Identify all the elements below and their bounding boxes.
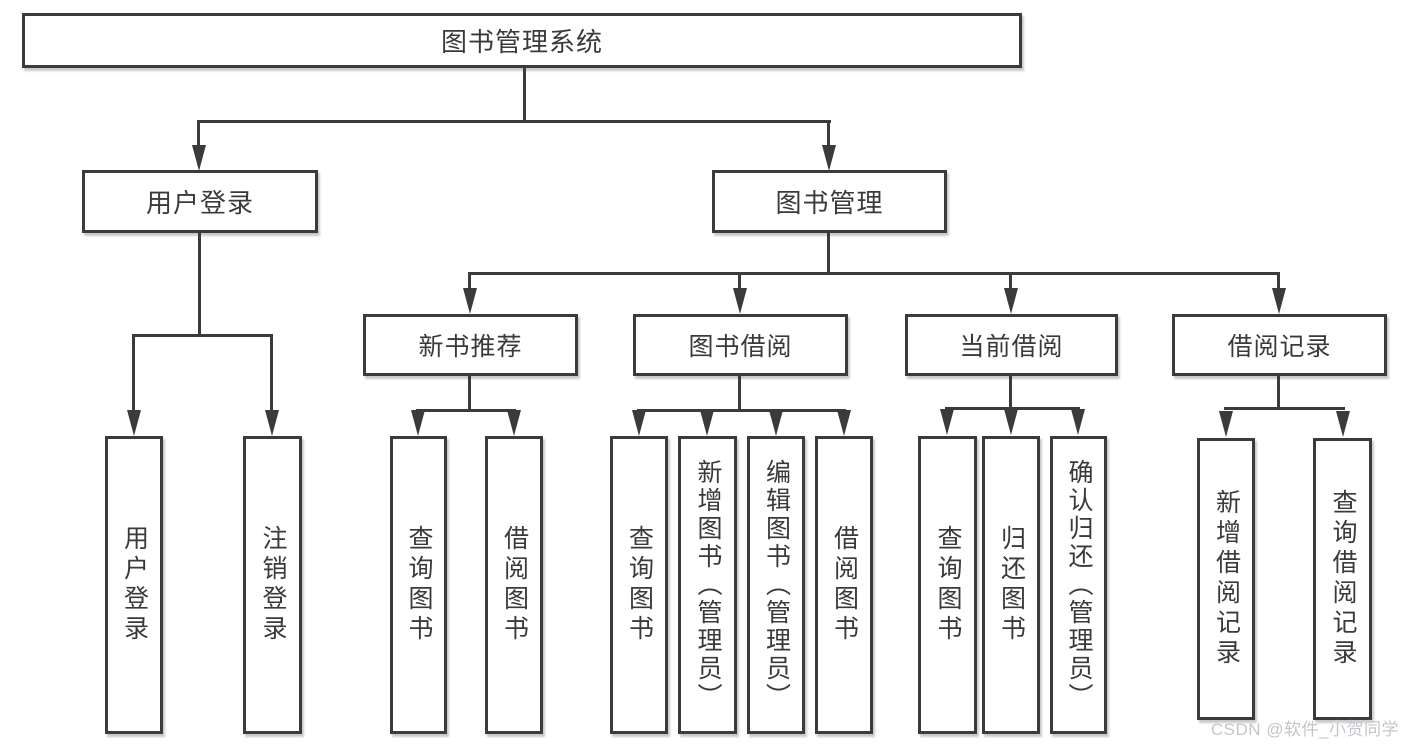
leaf-query-books-3: 查询图书: [918, 436, 977, 734]
connector-arrow: [1004, 409, 1018, 435]
leaf-label: 用户登录: [120, 525, 149, 645]
connector-arrow: [1272, 288, 1286, 314]
leaf-label: 查询图书: [405, 525, 433, 645]
connector-vline: [1009, 376, 1012, 410]
connector-arrow: [411, 410, 425, 436]
connector-hline: [416, 409, 516, 412]
connector-vline: [738, 272, 741, 294]
leaf-add-book-admin: 新增图书（管理员）: [678, 436, 737, 734]
connector-arrow: [1071, 409, 1085, 435]
leaf-query-books-1: 查询图书: [390, 436, 447, 734]
leaf-label: 新增图书（管理员）: [694, 459, 722, 711]
connector-vline: [738, 376, 741, 412]
leaf-borrow-books-2: 借阅图书: [815, 436, 873, 734]
node-new-book-recommend: 新书推荐: [363, 314, 578, 376]
connector-vline: [468, 272, 471, 294]
connector-arrow: [769, 410, 783, 436]
leaf-logout: 注销登录: [243, 436, 302, 734]
node-book-management: 图书管理: [712, 170, 947, 233]
leaf-borrow-books-1: 借阅图书: [485, 436, 543, 734]
connector-vline: [523, 68, 526, 122]
connector-hline: [945, 407, 1080, 410]
connector-arrow: [733, 288, 747, 314]
watermark-text: CSDN @软件_小贺同学: [1210, 720, 1399, 739]
leaf-label: 新增借阅记录: [1212, 489, 1241, 669]
leaf-label: 确认归还（管理员）: [1065, 459, 1093, 711]
connector-vline: [827, 233, 830, 274]
connector-arrow: [192, 145, 206, 171]
leaf-label: 借阅图书: [830, 525, 859, 645]
connector-arrow: [837, 410, 851, 436]
connector-arrow: [127, 410, 141, 436]
leaf-label: 查询借阅记录: [1329, 489, 1357, 669]
connector-vline: [1277, 376, 1280, 410]
connector-hline: [1224, 407, 1345, 410]
leaf-query-books-2: 查询图书: [610, 436, 668, 734]
node-root: 图书管理系统: [22, 13, 1022, 68]
leaf-label: 注销登录: [259, 525, 287, 645]
leaf-label: 归还图书: [997, 525, 1026, 645]
connector-vline: [197, 120, 200, 152]
connector-hline: [637, 409, 846, 412]
node-user-login: 用户登录: [82, 170, 318, 233]
connector-arrow: [1004, 288, 1018, 314]
leaf-label: 编辑图书（管理员）: [762, 459, 791, 711]
leaf-add-borrow-record: 新增借阅记录: [1197, 438, 1255, 720]
connector-arrow: [463, 288, 477, 314]
connector-vline: [198, 233, 201, 336]
connector-arrow: [940, 409, 954, 435]
connector-vline: [270, 334, 273, 416]
connector-arrow: [822, 145, 836, 171]
leaf-return-book: 归还图书: [982, 436, 1040, 734]
leaf-user-login: 用户登录: [105, 436, 163, 734]
node-current-borrow: 当前借阅: [905, 314, 1118, 376]
node-borrow-records: 借阅记录: [1172, 314, 1387, 376]
connector-arrow: [700, 410, 714, 436]
node-book-borrow: 图书借阅: [633, 314, 848, 376]
connector-vline: [468, 376, 471, 412]
connector-arrow: [632, 410, 646, 436]
connector-vline: [132, 334, 135, 416]
connector-vline: [1277, 272, 1280, 294]
connector-hline: [468, 272, 1280, 275]
leaf-label: 查询图书: [625, 525, 654, 645]
connector-arrow: [1336, 411, 1350, 437]
connector-arrow: [507, 410, 521, 436]
connector-arrow: [1219, 411, 1233, 437]
leaf-confirm-return-admin: 确认归还（管理员）: [1050, 436, 1107, 734]
connector-vline: [1009, 272, 1012, 294]
connector-vline: [827, 120, 830, 152]
leaf-label: 借阅图书: [500, 525, 529, 645]
leaf-query-borrow-record: 查询借阅记录: [1313, 438, 1372, 720]
connector-arrow: [265, 410, 279, 436]
leaf-label: 查询图书: [934, 525, 962, 645]
leaf-edit-book-admin: 编辑图书（管理员）: [747, 436, 805, 734]
connector-hline: [198, 120, 831, 123]
connector-hline: [132, 334, 273, 337]
